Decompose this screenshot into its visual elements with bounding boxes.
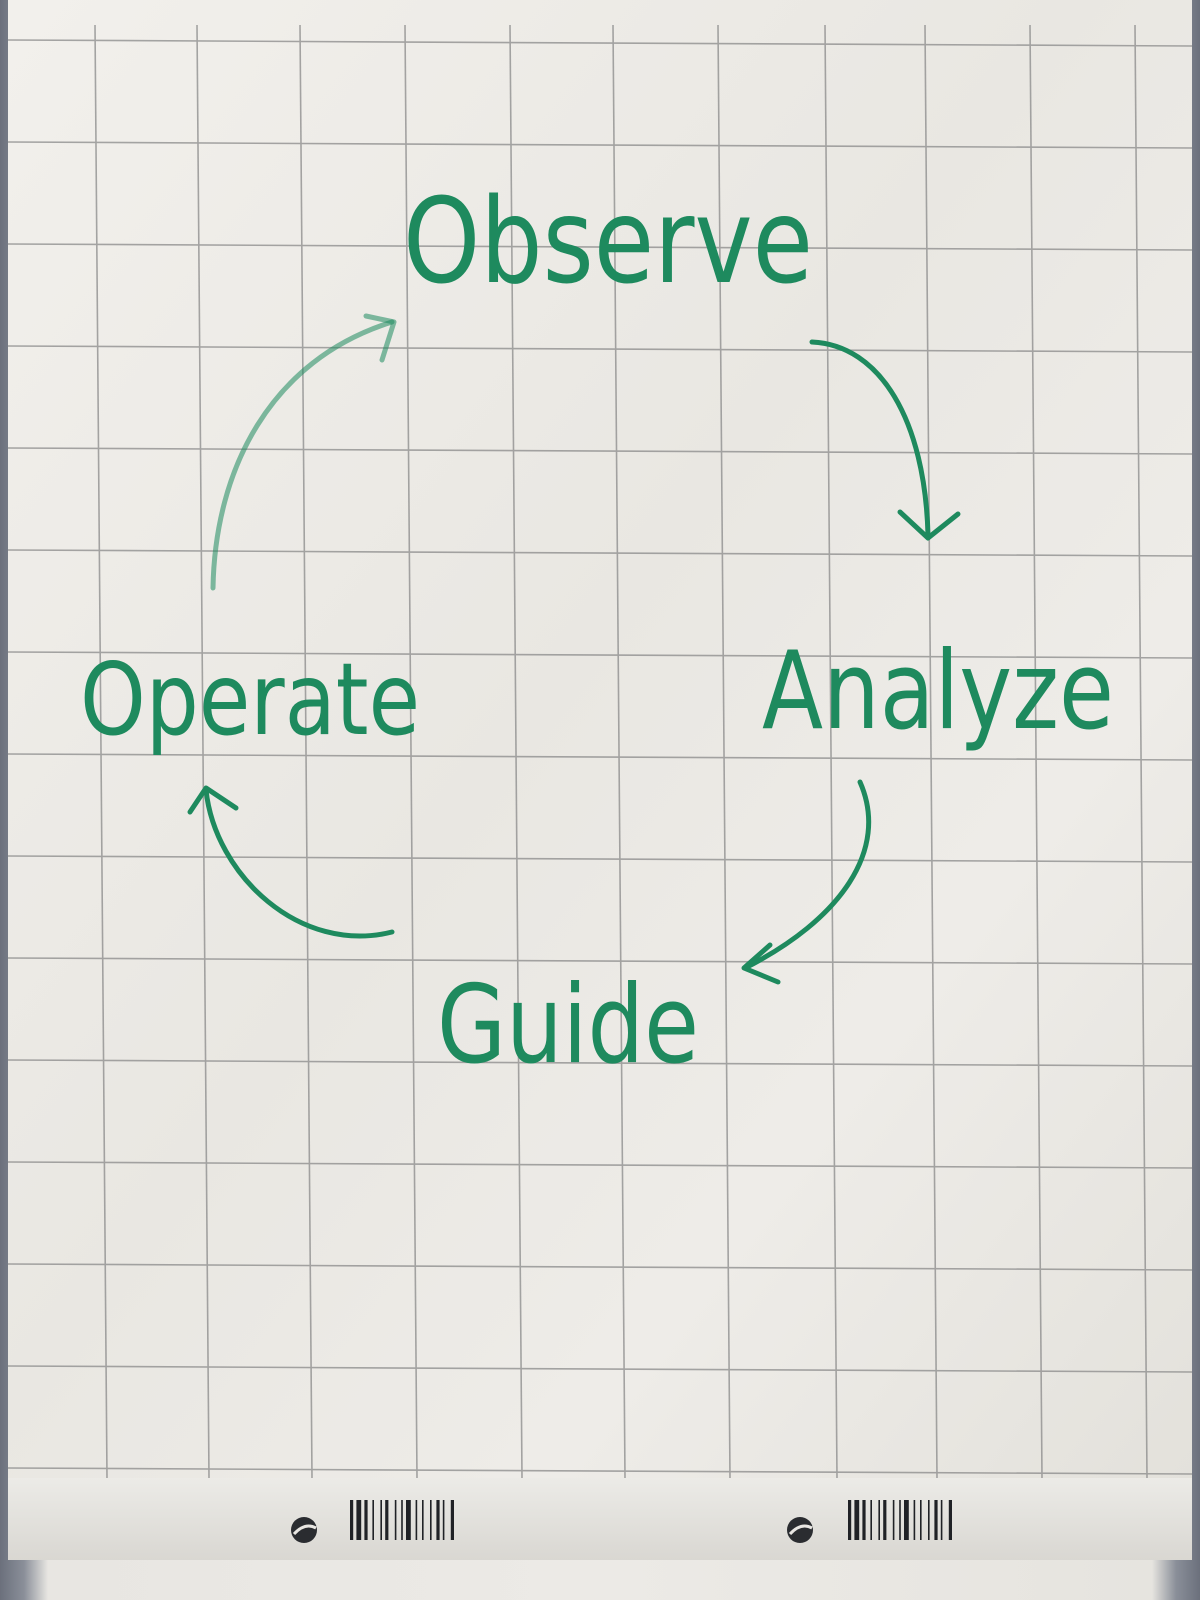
grid-lines	[7, 24, 1193, 1479]
grid-vertical-line	[824, 24, 838, 1479]
node-observe: Observe	[403, 172, 813, 310]
right-swan-logo-icon	[787, 1517, 813, 1543]
paper-bottom-strip	[8, 1478, 1192, 1560]
node-operate: Operate	[80, 641, 420, 758]
grid-horizontal-line	[7, 549, 1193, 557]
grid-horizontal-line	[7, 1059, 1193, 1067]
grid-horizontal-line	[7, 1263, 1193, 1271]
arrowhead-observe-to-analyze	[897, 509, 961, 541]
arrow-analyze-to-guide	[742, 779, 872, 971]
node-guide: Guide	[437, 963, 699, 1088]
grid-horizontal-line	[7, 1365, 1193, 1373]
left-swan-logo-icon	[291, 1517, 317, 1543]
grid-vertical-line	[1029, 24, 1043, 1479]
cycle-arrows	[187, 313, 961, 985]
arrow-operate-to-observe	[210, 319, 395, 591]
left-barcode-icon	[350, 1500, 454, 1540]
arrowhead-operate-to-observe	[363, 313, 397, 363]
grid-vertical-line	[717, 24, 731, 1479]
grid-horizontal-line	[7, 447, 1193, 455]
node-analyze: Analyze	[762, 629, 1114, 754]
paper-sheet	[8, 0, 1192, 1560]
grid-vertical-line	[196, 24, 210, 1479]
grid-horizontal-line	[7, 141, 1193, 149]
grid-horizontal-line	[7, 1161, 1193, 1169]
grid-horizontal-line	[7, 855, 1193, 863]
grid-horizontal-line	[7, 957, 1193, 965]
grid-vertical-line	[924, 24, 938, 1479]
grid-vertical-line	[1134, 24, 1148, 1479]
grid-vertical-line	[94, 24, 108, 1479]
grid-horizontal-line	[7, 753, 1193, 761]
arrow-observe-to-analyze	[809, 339, 931, 538]
grid-horizontal-line	[7, 39, 1193, 47]
grid-horizontal-line	[7, 243, 1193, 251]
arrowhead-guide-to-operate	[187, 785, 239, 815]
grid-horizontal-line	[7, 345, 1193, 353]
grid-horizontal-line	[7, 651, 1193, 659]
grid-vertical-line	[299, 24, 313, 1479]
left-pad-logo	[291, 1517, 317, 1543]
grid-vertical-line	[612, 24, 626, 1479]
right-barcode-icon	[848, 1500, 952, 1540]
grid-horizontal-line	[7, 1467, 1193, 1475]
grid-vertical-line	[404, 24, 418, 1479]
right-pad-logo	[787, 1517, 813, 1543]
arrowhead-analyze-to-guide	[741, 942, 781, 985]
arrow-guide-to-operate	[203, 787, 395, 939]
grid-vertical-line	[509, 24, 523, 1479]
